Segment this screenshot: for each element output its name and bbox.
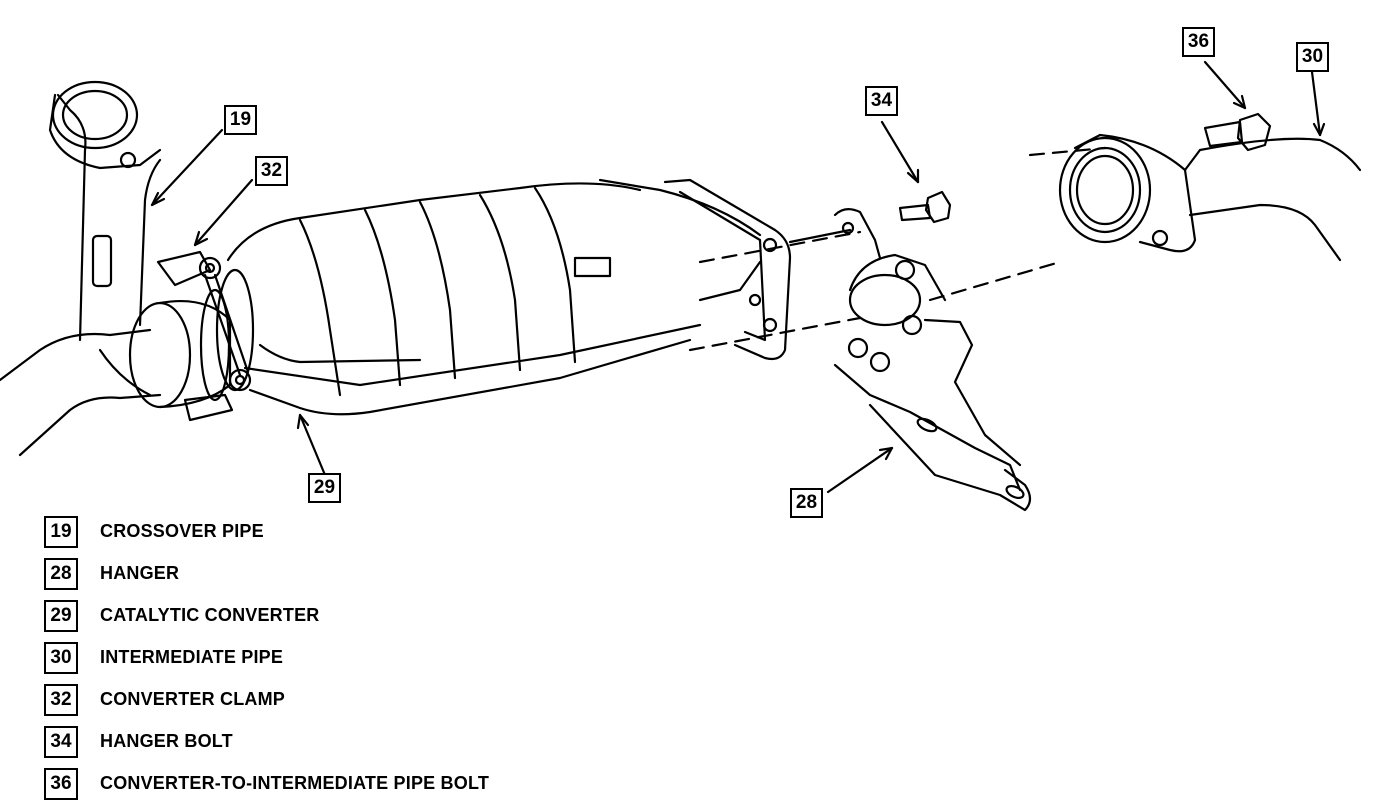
- intermediate-pipe-drawing: [1058, 133, 1362, 262]
- legend-row: 36 CONVERTER-TO-INTERMEDIATE PIPE BOLT: [44, 768, 604, 802]
- legend-label: INTERMEDIATE PIPE: [100, 647, 284, 667]
- callout-36: 36: [1182, 27, 1215, 57]
- callout-32: 32: [255, 156, 288, 186]
- callout-29: 29: [308, 473, 341, 503]
- legend-label: CATALYTIC CONVERTER: [100, 605, 320, 625]
- alignment-solid: [788, 228, 852, 244]
- legend-number: 32: [44, 684, 78, 716]
- callout-34: 34: [865, 86, 898, 116]
- legend-label: HANGER: [100, 563, 180, 583]
- callout-30: 30: [1296, 42, 1329, 72]
- legend-label: HANGER BOLT: [100, 731, 233, 751]
- legend-row: 30 INTERMEDIATE PIPE: [44, 642, 604, 676]
- legend-row: 29 CATALYTIC CONVERTER: [44, 600, 604, 634]
- legend-label: CONVERTER-TO-INTERMEDIATE PIPE BOLT: [100, 773, 490, 793]
- converter-clamp-drawing: [128, 250, 255, 422]
- catalytic-converter-drawing: [226, 178, 792, 416]
- legend-row: 34 HANGER BOLT: [44, 726, 604, 760]
- callout-19: 19: [224, 105, 257, 135]
- legend-row: 32 CONVERTER CLAMP: [44, 684, 604, 718]
- legend-number: 34: [44, 726, 78, 758]
- alignment-lines: [688, 146, 1107, 352]
- legend-number: 36: [44, 768, 78, 800]
- legend-row: 19 CROSSOVER PIPE: [44, 516, 604, 550]
- legend-number: 28: [44, 558, 78, 590]
- legend-label: CONVERTER CLAMP: [100, 689, 286, 709]
- pipe-bolt-drawing: [1203, 112, 1272, 152]
- legend-number: 30: [44, 642, 78, 674]
- legend-number: 29: [44, 600, 78, 632]
- legend-label: CROSSOVER PIPE: [100, 521, 264, 541]
- leader-lines: [150, 60, 1326, 494]
- hanger-drawing: [833, 208, 1032, 512]
- hanger-bolt-drawing: [898, 190, 952, 224]
- legend-number: 19: [44, 516, 78, 548]
- legend-row: 28 HANGER: [44, 558, 604, 592]
- crossover-pipe-drawing: [0, 80, 162, 457]
- callout-28: 28: [790, 488, 823, 518]
